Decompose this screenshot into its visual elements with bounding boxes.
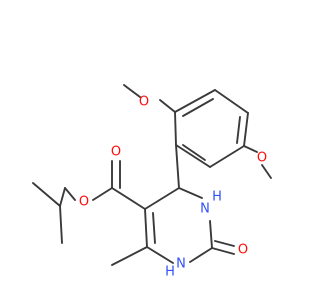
bond-ring-6 xyxy=(174,111,177,146)
atom-labels: O O O O N H N H O xyxy=(79,95,267,280)
bond-ring-3 xyxy=(243,112,249,147)
bonds xyxy=(32,84,272,266)
bond-aryl-c4 xyxy=(175,144,180,189)
bond-o-right-methyl xyxy=(261,164,272,179)
svg-text:H: H xyxy=(165,265,175,280)
bond-ring-2 xyxy=(214,89,249,114)
bond-o-ch2 xyxy=(64,187,76,201)
bond-methyl-o-top xyxy=(123,84,141,98)
bond-c5-c6 xyxy=(144,208,148,248)
bond-o-top-ring xyxy=(159,99,176,113)
atom-nh-lower: N H xyxy=(165,257,186,280)
bond-ch-me2 xyxy=(59,205,63,244)
bond-ring-double-3 xyxy=(182,144,206,161)
bond-ring-double-2 xyxy=(236,116,241,144)
molecule-structure: O O O O N H N H O xyxy=(32,84,272,280)
svg-text:N: N xyxy=(176,257,186,272)
atom-o-urea: O xyxy=(238,243,248,258)
bond-ring-4 xyxy=(209,145,245,168)
bond-ester-o-ether xyxy=(92,187,113,201)
bond-ch-me1 xyxy=(32,182,61,207)
bond-c6-methyl xyxy=(111,246,148,266)
svg-text:N: N xyxy=(200,202,210,217)
molecule-diagram: O O O O N H N H O xyxy=(32,84,272,280)
atom-o-ester-ether: O xyxy=(79,195,89,210)
bond-c4-c5 xyxy=(144,187,180,210)
bond-n1-c2 xyxy=(189,247,213,263)
bond-ch2-ch xyxy=(59,187,66,207)
atom-o-top-methoxy: O xyxy=(139,95,149,110)
bond-ring-1 xyxy=(174,89,216,113)
bond-c6-n1 xyxy=(146,246,174,264)
atom-o-right-methoxy: O xyxy=(257,151,267,166)
bond-c5-ester xyxy=(111,187,146,210)
svg-text:H: H xyxy=(212,190,222,205)
atom-o-ester-carbonyl: O xyxy=(111,145,121,160)
bond-ring-double-1 xyxy=(182,98,214,117)
bond-ring-o-right xyxy=(243,145,258,153)
bond-c2-o-urea-1 xyxy=(211,247,235,255)
bond-c2-o-urea-2 xyxy=(214,240,235,247)
atom-nh-upper: N H xyxy=(200,190,222,217)
bond-c5-c6-double xyxy=(152,212,156,244)
bond-n3-c4 xyxy=(178,187,203,199)
bond-c2-n3 xyxy=(209,220,213,249)
bond-ring-5 xyxy=(175,144,211,168)
